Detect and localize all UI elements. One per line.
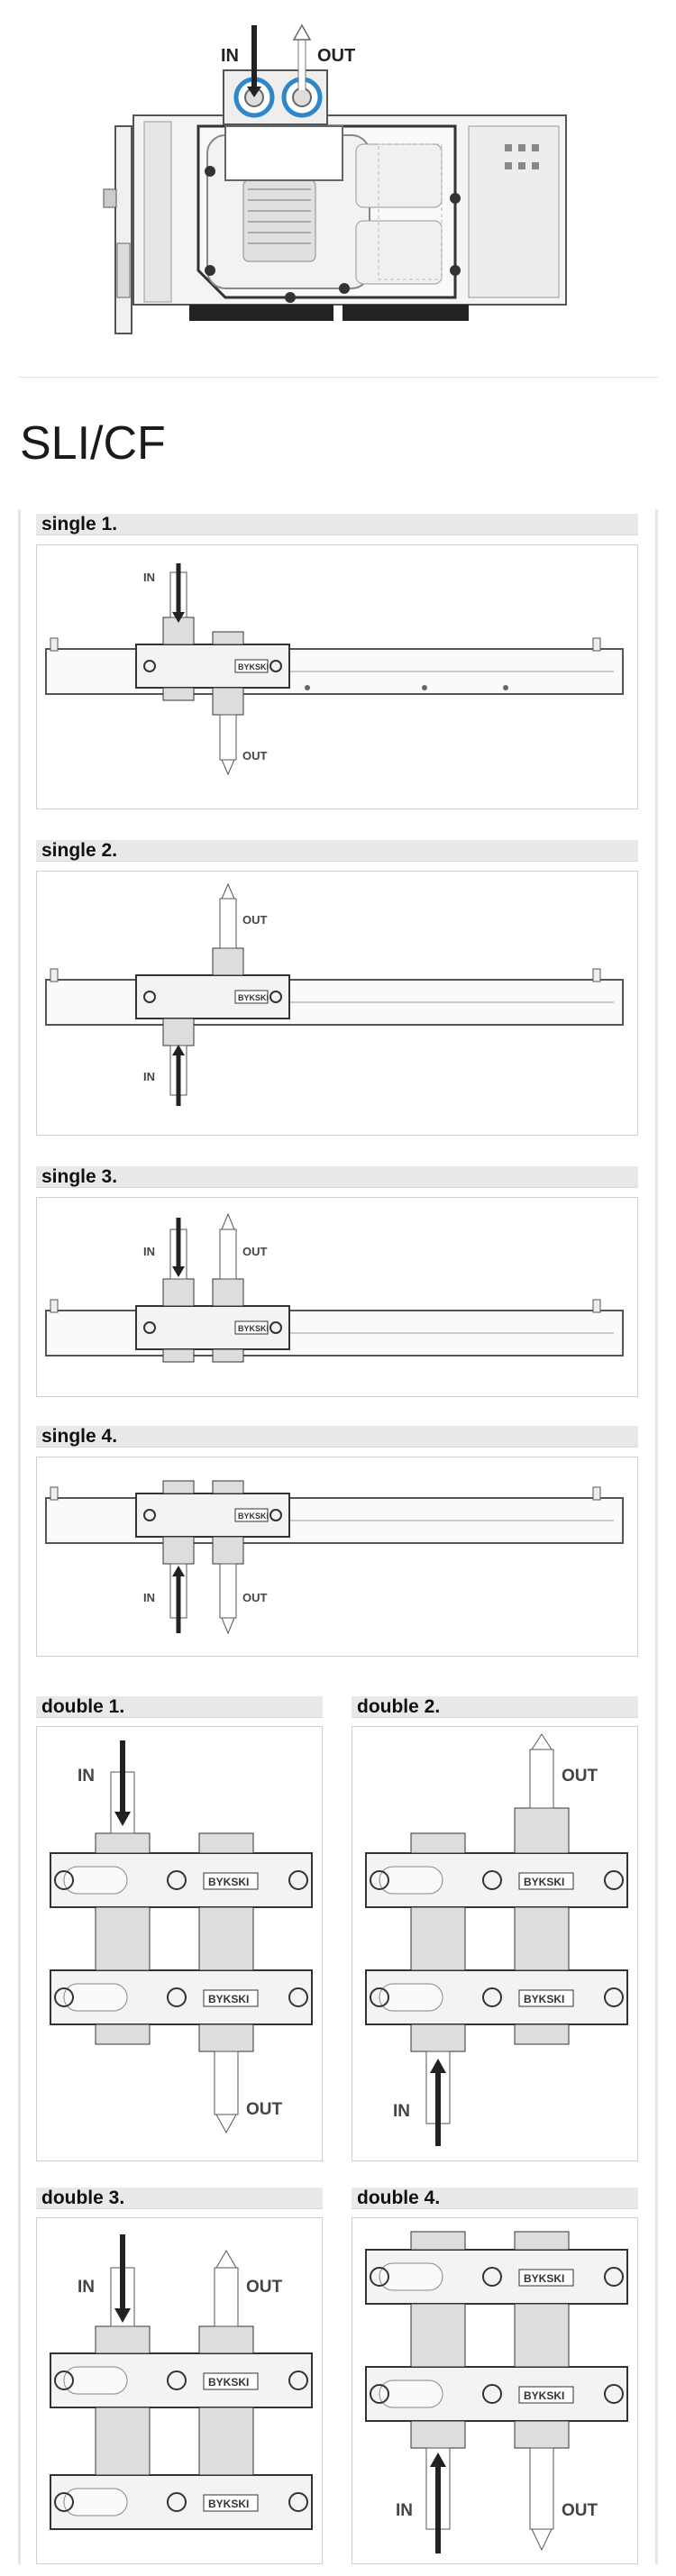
brand-logo: BYKSKI	[238, 662, 269, 671]
single-4-diagram: BYKSKI IN OUT	[45, 1480, 624, 1635]
out-label: OUT	[242, 749, 268, 763]
single-1-diagram: BYKSKI IN OUT	[45, 563, 624, 776]
panel-double-1: BYKSKI BYKSKI IN OUT	[36, 1726, 323, 2161]
panel-title-single-1: single 1.	[36, 514, 638, 535]
brand-logo: BYKSKI	[524, 2389, 564, 2402]
double-3-diagram: BYKSKI BYKSKI IN OUT	[50, 2234, 313, 2530]
out-arrow	[221, 1617, 235, 1635]
out-label: OUT	[562, 2501, 598, 2520]
in-label: IN	[143, 1245, 155, 1258]
out-arrow	[531, 1733, 553, 1750]
hero-out-arrow	[292, 23, 312, 90]
panel-title-double-4: double 4.	[352, 2188, 638, 2209]
out-arrow	[215, 2114, 237, 2134]
in-label: IN	[143, 571, 155, 584]
hero-in-arrow	[247, 25, 261, 97]
panel-single-2: BYKSKI IN OUT	[36, 871, 638, 1136]
panel-title-double-2: double 2.	[352, 1696, 638, 1718]
out-label: OUT	[246, 2278, 283, 2297]
panel-title-single-3: single 3.	[36, 1166, 638, 1188]
brand-logo: BYKSKI	[208, 2376, 249, 2389]
panel-title-double-1: double 1.	[36, 1696, 323, 1718]
out-arrow	[531, 2528, 553, 2552]
port-terminal	[223, 69, 328, 125]
single-2-diagram: BYKSKI IN OUT	[45, 882, 624, 1106]
brand-logo: BYKSKI	[238, 993, 269, 1002]
card-outline	[45, 637, 624, 695]
brand-logo: BYKSKI	[208, 1876, 249, 1888]
out-arrow	[221, 759, 235, 776]
brand-logo: BYKSKI	[208, 2498, 249, 2510]
in-label: IN	[143, 1070, 155, 1083]
panel-double-2: BYKSKI BYKSKI IN OUT	[352, 1726, 638, 2161]
brand-logo: BYKSKI	[524, 2272, 564, 2285]
brand-logo: BYKSKI	[524, 1876, 564, 1888]
page-title: SLI/CF	[20, 417, 166, 470]
left-rail	[18, 509, 21, 2564]
panel-double-4: BYKSKI BYKSKI IN OUT	[352, 2217, 638, 2564]
double-2-diagram: BYKSKI BYKSKI IN OUT	[365, 1733, 628, 2146]
terminal-block: BYKSKI	[135, 571, 290, 761]
out-arrow	[221, 1212, 235, 1230]
in-label: IN	[143, 1591, 155, 1604]
out-label: OUT	[242, 1591, 268, 1604]
gpu-board	[132, 114, 567, 321]
io-bracket	[103, 125, 132, 334]
brand-logo: BYKSKI	[238, 1512, 269, 1521]
double-4-diagram: BYKSKI BYKSKI IN OUT	[365, 2231, 628, 2553]
in-label: IN	[78, 1767, 95, 1786]
in-label: IN	[396, 2501, 413, 2520]
panel-title-double-3: double 3.	[36, 2188, 323, 2209]
panel-single-1: BYKSKI IN OUT	[36, 544, 638, 809]
out-label: OUT	[242, 1245, 268, 1258]
out-label: OUT	[242, 913, 268, 927]
hero-in-label: IN	[221, 46, 239, 66]
hero-out-label: OUT	[317, 46, 355, 66]
right-rail	[655, 509, 658, 2564]
out-label: OUT	[562, 1767, 598, 1786]
in-label: IN	[78, 2278, 95, 2297]
single-3-diagram: BYKSKI IN OUT	[45, 1212, 624, 1363]
panel-double-3: BYKSKI BYKSKI IN OUT	[36, 2217, 323, 2564]
brand-logo: BYKSKI	[238, 1324, 269, 1333]
hero-diagram: IN OUT	[0, 0, 676, 361]
out-label: OUT	[246, 2100, 283, 2119]
panel-single-3: BYKSKI IN OUT	[36, 1197, 638, 1397]
double-1-diagram: BYKSKI BYKSKI IN OUT	[50, 1740, 313, 2134]
brand-logo: BYKSKI	[524, 1993, 564, 2005]
in-label: IN	[393, 2102, 410, 2121]
section-divider	[18, 377, 658, 378]
brand-logo: BYKSKI	[208, 1993, 249, 2005]
out-arrow	[221, 882, 235, 900]
panel-single-4: BYKSKI IN OUT	[36, 1457, 638, 1657]
panel-title-single-2: single 2.	[36, 840, 638, 862]
out-arrow	[215, 2250, 237, 2269]
panel-title-single-4: single 4.	[36, 1426, 638, 1448]
